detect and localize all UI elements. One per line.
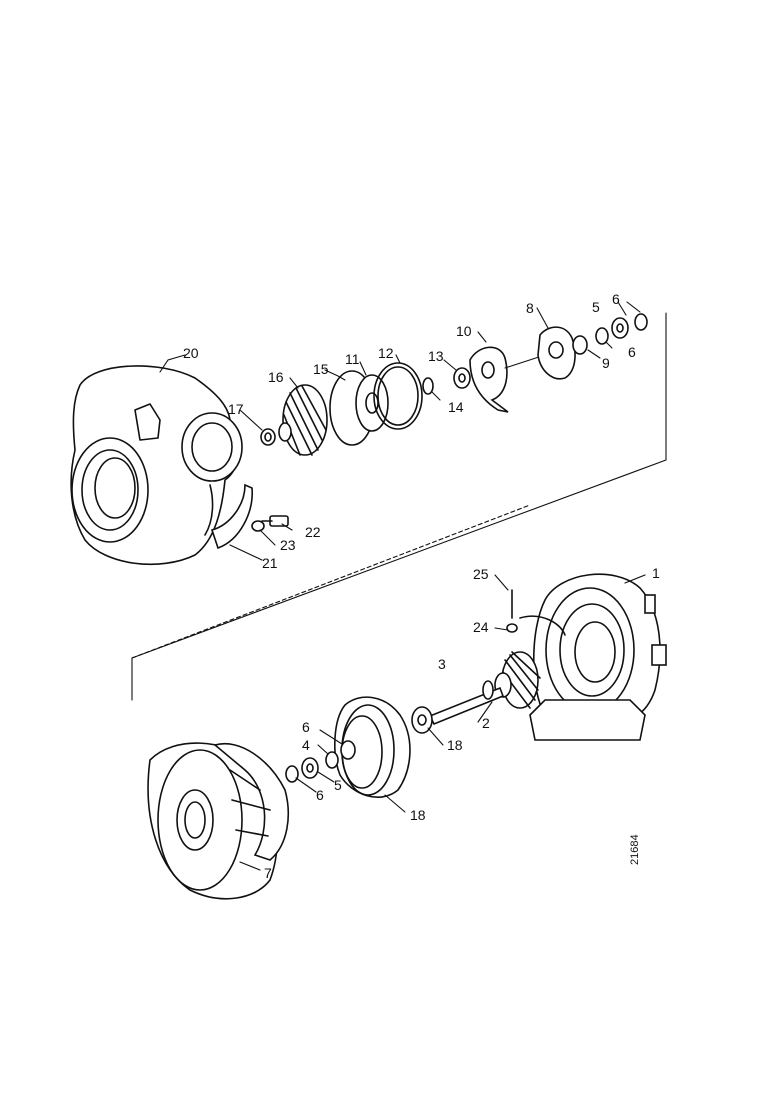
thrust-collar bbox=[537, 326, 576, 380]
bearing-housing bbox=[529, 573, 667, 741]
callout-5-upper: 5 bbox=[592, 299, 600, 315]
callout-23: 23 bbox=[280, 537, 296, 553]
callout-5-lower: 5 bbox=[334, 777, 342, 793]
compressor-wheel bbox=[278, 384, 328, 456]
housing-bolts bbox=[506, 589, 566, 636]
bracket bbox=[210, 483, 253, 550]
callout-3: 3 bbox=[438, 656, 446, 672]
oil-deflector bbox=[411, 706, 433, 734]
figure-code: 21684 bbox=[629, 834, 641, 865]
callout-labels: 20 17 16 15 11 12 13 14 10 8 5 6 6 9 21 … bbox=[183, 291, 660, 881]
callout-6-lower-bottom: 6 bbox=[316, 787, 324, 803]
lock-nut bbox=[260, 428, 276, 446]
callout-20: 20 bbox=[183, 345, 199, 361]
callout-6-upper-top: 6 bbox=[612, 291, 620, 307]
turbine-housing bbox=[147, 742, 290, 900]
callout-4: 4 bbox=[302, 737, 310, 753]
lower-washers bbox=[285, 740, 356, 783]
callout-18-lower: 18 bbox=[410, 807, 426, 823]
leader-lines bbox=[159, 301, 646, 871]
callout-13: 13 bbox=[428, 348, 444, 364]
callout-22: 22 bbox=[305, 524, 321, 540]
callout-21: 21 bbox=[262, 555, 278, 571]
callout-15: 15 bbox=[313, 361, 329, 377]
washer-and-bolt bbox=[251, 515, 289, 532]
callout-16: 16 bbox=[268, 369, 284, 385]
callout-9: 9 bbox=[602, 355, 610, 371]
callout-6-lower-top: 6 bbox=[302, 719, 310, 735]
callout-2: 2 bbox=[482, 715, 490, 731]
thrust-bearing bbox=[469, 346, 509, 413]
callout-25: 25 bbox=[473, 566, 489, 582]
callout-10: 10 bbox=[456, 323, 472, 339]
callout-11: 11 bbox=[345, 351, 360, 367]
callout-18-upper: 18 bbox=[447, 737, 463, 753]
assembly-frame-lines bbox=[131, 312, 667, 701]
compressor-housing bbox=[70, 365, 243, 566]
retaining-rings bbox=[572, 313, 648, 355]
callout-24: 24 bbox=[473, 619, 489, 635]
callout-12: 12 bbox=[378, 345, 394, 361]
callout-17: 17 bbox=[228, 401, 244, 417]
callout-14: 14 bbox=[448, 399, 464, 415]
callout-8: 8 bbox=[526, 300, 534, 316]
turbine-wheel bbox=[494, 651, 541, 709]
callout-6-upper-right: 6 bbox=[628, 344, 636, 360]
callout-7: 7 bbox=[264, 865, 272, 881]
piston-rings bbox=[422, 367, 471, 395]
callout-1: 1 bbox=[652, 565, 660, 581]
sealing-ring bbox=[373, 362, 423, 430]
